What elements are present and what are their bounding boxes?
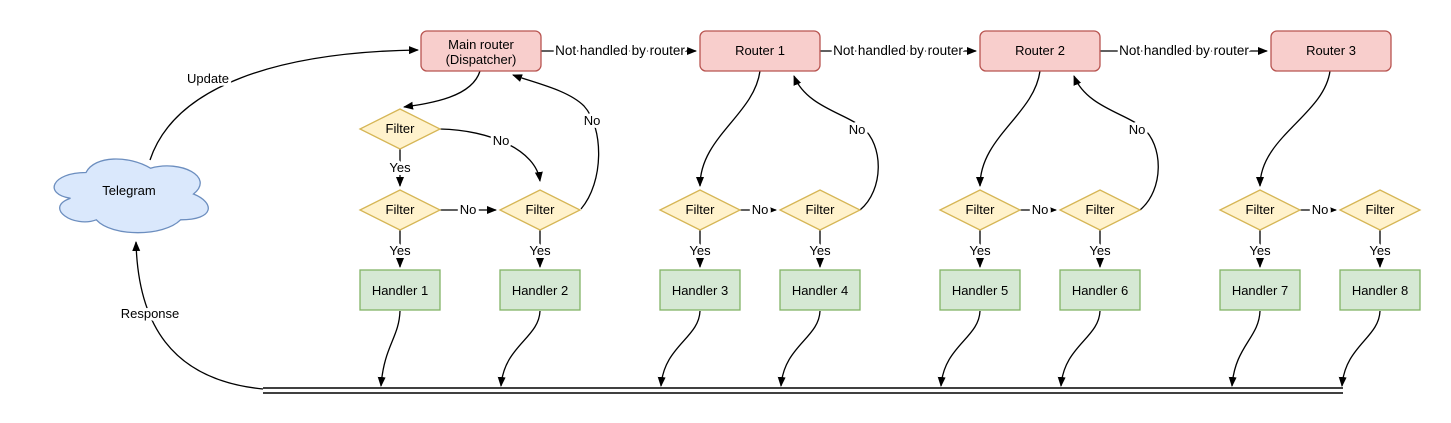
node-handler-6: Handler 6 [1059, 269, 1141, 311]
svg-text:Handler 5: Handler 5 [952, 283, 1008, 298]
filter-node-dispatcher-top: Filter [358, 108, 442, 150]
edge-router-3-to-filter [1256, 70, 1331, 187]
node-router-1: Router 1 [699, 30, 821, 72]
response-bus-line [263, 387, 1343, 394]
main-router-label-line2: (Dispatcher) [446, 52, 517, 67]
svg-text:Filter: Filter [386, 121, 416, 136]
svg-text:Filter: Filter [1366, 202, 1396, 217]
edge-handler-4-to-bus [777, 310, 821, 387]
no-label: No [493, 133, 510, 148]
edge-router-2-to-filter [976, 70, 1041, 187]
node-handler-7: Handler 7 [1219, 269, 1301, 311]
filter-node-dispatcher-left: Filter [358, 189, 442, 231]
yes-label: Yes [1249, 243, 1271, 258]
edge-handler-6-to-bus [1057, 310, 1101, 387]
svg-text:Filter: Filter [386, 202, 416, 217]
svg-text:Handler 1: Handler 1 [372, 283, 428, 298]
response-label: Response [121, 306, 180, 321]
no-label: No [752, 202, 769, 217]
svg-text:Filter: Filter [686, 202, 716, 217]
svg-text:Filter: Filter [1086, 202, 1116, 217]
yes-label: Yes [969, 243, 991, 258]
filter-node-router-3-right: Filter [1338, 189, 1422, 231]
edge-filter-c-no-to-dispatcher [512, 74, 600, 210]
main-router-label-line1: Main router [448, 37, 514, 52]
edge-response-bus-to-telegram [132, 241, 264, 390]
svg-text:Handler 6: Handler 6 [1072, 283, 1128, 298]
svg-text:Handler 4: Handler 4 [792, 283, 848, 298]
svg-text:Handler 7: Handler 7 [1232, 283, 1288, 298]
svg-text:Handler 2: Handler 2 [512, 283, 568, 298]
svg-text:Filter: Filter [966, 202, 996, 217]
yes-label: Yes [529, 243, 551, 258]
edge-router-1-filter-no-return [793, 75, 879, 211]
edge-update-telegram-to-dispatcher [149, 46, 419, 161]
no-label: No [1032, 202, 1049, 217]
edge-dispatcher-to-filter-a [403, 70, 481, 110]
router-1-label: Router 1 [735, 43, 785, 58]
node-router-2: Router 2 [979, 30, 1101, 72]
edge-handler-2-to-bus [497, 310, 541, 387]
edge-handler-7-to-bus [1228, 310, 1261, 387]
router-3-label: Router 3 [1306, 43, 1356, 58]
filter-node-router-2-right: Filter [1058, 189, 1142, 231]
edge-handler-1-to-bus [377, 310, 401, 387]
no-label: No [849, 122, 866, 137]
no-label: No [1312, 202, 1329, 217]
node-handler-8: Handler 8 [1339, 269, 1421, 311]
edge-handler-5-to-bus [937, 310, 981, 387]
svg-text:Filter: Filter [1246, 202, 1276, 217]
router-2-label: Router 2 [1015, 43, 1065, 58]
no-label: No [1129, 122, 1146, 137]
node-handler-2: Handler 2 [499, 269, 581, 311]
node-main-router: Main router (Dispatcher) [420, 30, 542, 72]
node-handler-1: Handler 1 [359, 269, 441, 311]
yes-label: Yes [809, 243, 831, 258]
yes-label: Yes [389, 243, 411, 258]
svg-text:Filter: Filter [526, 202, 556, 217]
node-router-3: Router 3 [1270, 30, 1392, 72]
not-handled-label-3: Not handled by router [1119, 43, 1249, 58]
svg-text:Handler 3: Handler 3 [672, 283, 728, 298]
not-handled-label-1: Not handled by router [555, 43, 685, 58]
yes-label: Yes [1089, 243, 1111, 258]
filter-node-router-3-left: Filter [1218, 189, 1302, 231]
no-label: No [460, 202, 477, 217]
edge-router-1-to-filter [696, 70, 761, 187]
edge-handler-8-to-bus [1338, 310, 1381, 387]
node-handler-3: Handler 3 [659, 269, 741, 311]
yes-label: Yes [1369, 243, 1391, 258]
filter-node-router-1-right: Filter [778, 189, 862, 231]
telegram-cloud: Telegram [53, 158, 209, 234]
update-label: Update [187, 71, 229, 86]
edge-filter-a-no-to-filter-c [439, 128, 543, 182]
yes-label: Yes [389, 160, 411, 175]
filter-node-router-1-left: Filter [658, 189, 742, 231]
yes-label: Yes [689, 243, 711, 258]
edge-router-2-filter-no-return [1073, 75, 1159, 211]
not-handled-label-2: Not handled by router [833, 43, 963, 58]
edge-handler-3-to-bus [657, 310, 701, 387]
node-handler-4: Handler 4 [779, 269, 861, 311]
no-label: No [584, 113, 601, 128]
svg-text:Handler 8: Handler 8 [1352, 283, 1408, 298]
svg-text:Filter: Filter [806, 202, 836, 217]
filter-node-dispatcher-right: Filter [498, 189, 582, 231]
telegram-label: Telegram [102, 183, 155, 198]
node-handler-5: Handler 5 [939, 269, 1021, 311]
filter-node-router-2-left: Filter [938, 189, 1022, 231]
